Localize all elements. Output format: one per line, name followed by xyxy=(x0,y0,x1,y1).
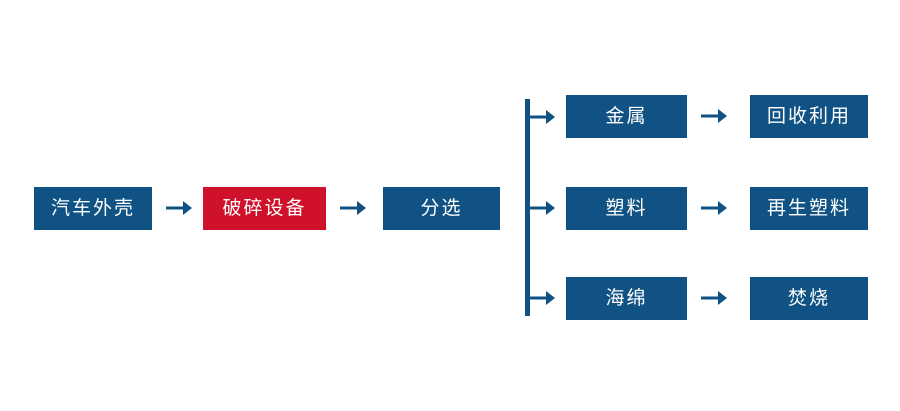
node-material-plastic[interactable]: 塑料 xyxy=(566,187,687,230)
node-material-sponge[interactable]: 海绵 xyxy=(566,277,687,320)
arrow-trunk-to-metal xyxy=(529,107,555,127)
branch-trunk-line xyxy=(525,99,530,316)
arrow-crusher-to-sorting xyxy=(340,198,366,218)
arrow-plastic-to-recycled-plastic xyxy=(701,198,727,218)
arrow-metal-to-recycling xyxy=(701,106,727,126)
node-destination-incineration[interactable]: 焚烧 xyxy=(750,277,868,320)
arrow-trunk-to-plastic xyxy=(529,198,555,218)
arrow-trunk-to-sponge xyxy=(529,288,555,308)
node-car-shell[interactable]: 汽车外壳 xyxy=(34,187,152,230)
node-material-metal[interactable]: 金属 xyxy=(566,95,687,138)
arrow-sponge-to-incineration xyxy=(701,288,727,308)
node-destination-recycled-plastic[interactable]: 再生塑料 xyxy=(750,187,868,230)
arrow-shell-to-crusher xyxy=(166,198,192,218)
node-sorting[interactable]: 分选 xyxy=(383,187,500,230)
node-crushing-equipment[interactable]: 破碎设备 xyxy=(203,187,326,230)
node-destination-recycling[interactable]: 回收利用 xyxy=(750,95,868,138)
